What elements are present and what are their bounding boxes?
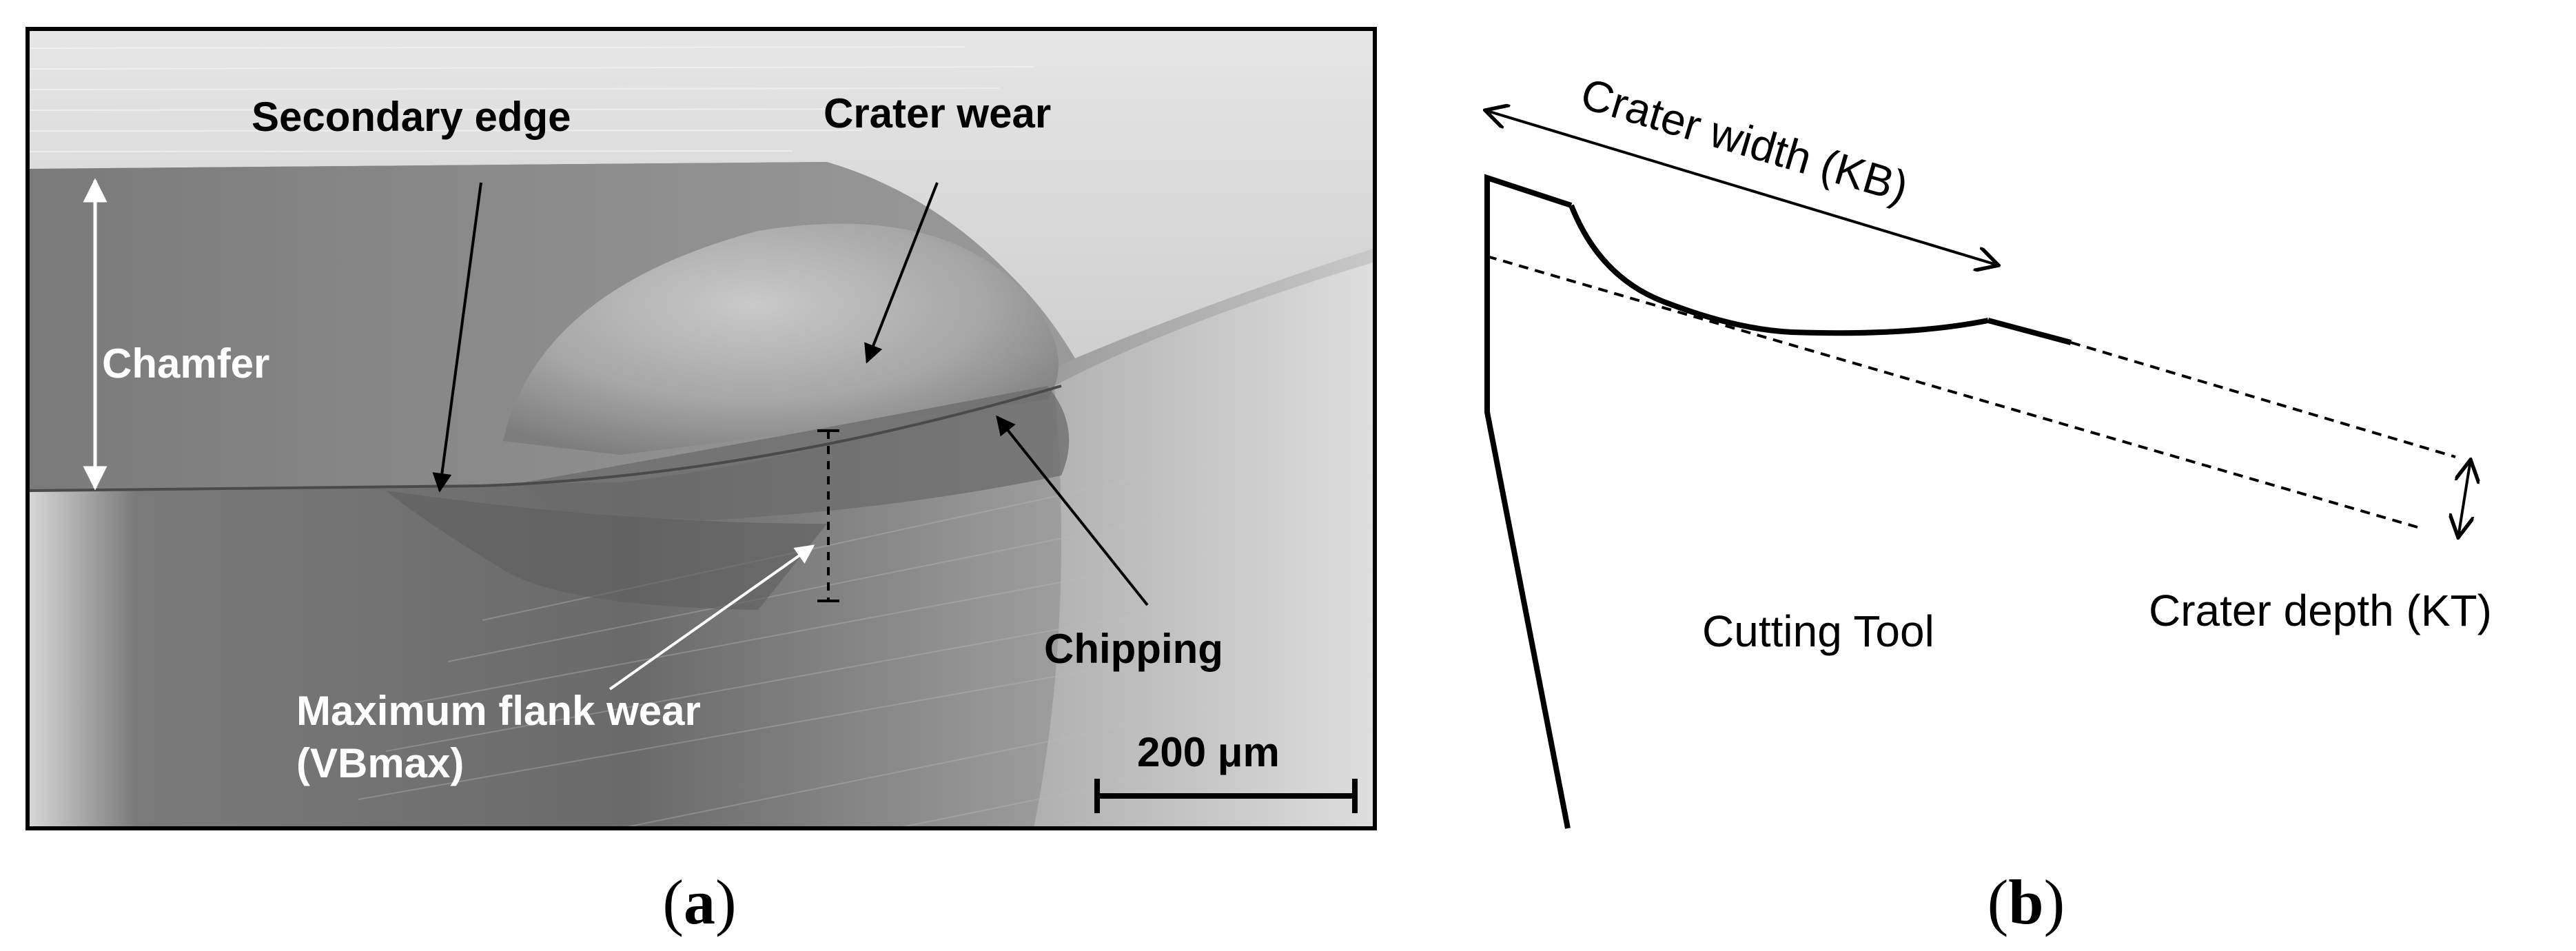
scale-bar-label: 200 μm bbox=[1137, 729, 1280, 775]
secondary-edge-label: Secondary edge bbox=[252, 94, 571, 140]
secondary-edge-arrow bbox=[432, 182, 482, 493]
crater-schematic bbox=[1484, 110, 2471, 829]
crater-wear-arrow bbox=[864, 182, 939, 364]
crater-depth-arrow bbox=[2458, 460, 2471, 538]
crater-width-arrow bbox=[1485, 110, 1999, 265]
vbmax-arrow bbox=[609, 544, 815, 691]
vbmax-label-line1: Maximum flank wear bbox=[296, 688, 701, 734]
cutting-tool-label: Cutting Tool bbox=[1702, 606, 1934, 656]
rake-continuation bbox=[1987, 318, 2072, 345]
chamfer-label: Chamfer bbox=[102, 340, 269, 387]
tool-outline bbox=[1484, 174, 1573, 829]
sem-edge-line bbox=[28, 385, 1062, 492]
crater-wear-label: Crater wear bbox=[824, 90, 1051, 136]
sem-crater bbox=[503, 223, 1059, 455]
sem-image bbox=[28, 29, 1375, 828]
sem-image-border bbox=[25, 27, 1377, 830]
rake-texture bbox=[28, 46, 1034, 152]
sem-rake-face bbox=[28, 29, 1375, 358]
original-rake-dashed bbox=[1486, 255, 2418, 529]
chipping-arrow bbox=[996, 415, 1149, 606]
crater-width-label: Crater width (KB) bbox=[1575, 68, 1914, 212]
sem-flank-wear-land bbox=[386, 491, 827, 610]
caption-b: (b) bbox=[1987, 867, 2065, 937]
caption-a: (a) bbox=[662, 867, 736, 937]
crater-profile bbox=[1568, 204, 1989, 336]
crater-depth-label: Crater depth (KT) bbox=[2149, 586, 2492, 635]
sem-right-flank bbox=[1034, 262, 1375, 828]
caption-b-letter: b bbox=[2008, 867, 2043, 937]
chipping-label: Chipping bbox=[1044, 626, 1223, 672]
caption-a-letter: a bbox=[684, 867, 715, 937]
vbmax-label-line2: (VBmax) bbox=[296, 740, 464, 786]
crater-bottom-dashed bbox=[2070, 341, 2456, 458]
